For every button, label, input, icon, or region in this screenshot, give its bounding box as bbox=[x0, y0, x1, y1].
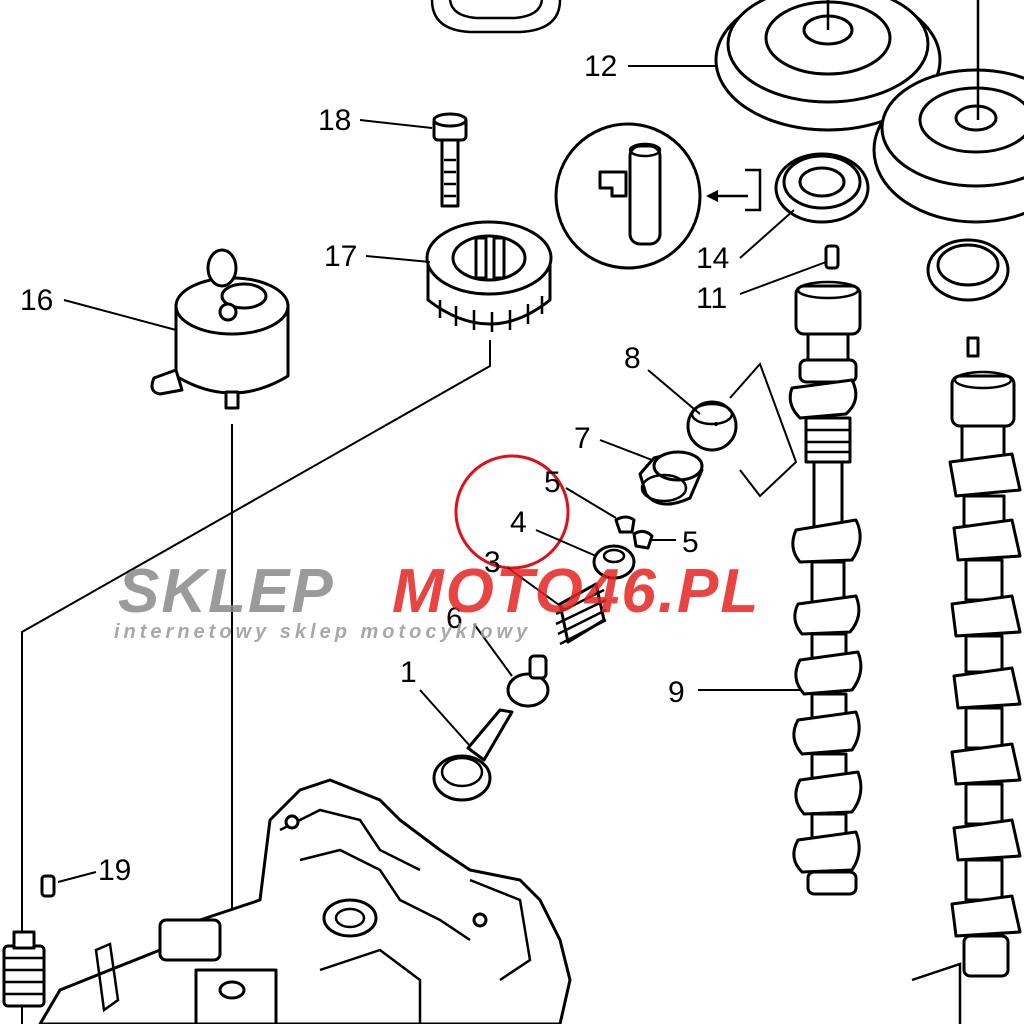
label-11: 11 bbox=[696, 282, 727, 315]
watermark: SKLEP MOTO46.PL internetowy sklep motocy… bbox=[114, 557, 760, 643]
leader-lines bbox=[57, 65, 827, 883]
label-18: 18 bbox=[318, 104, 351, 137]
oil-seal-14 bbox=[774, 152, 870, 224]
valve-seal-6 bbox=[506, 654, 550, 708]
timing-pulley-right bbox=[872, 0, 1024, 224]
label-8: 8 bbox=[624, 342, 641, 375]
tensioner-16 bbox=[150, 248, 290, 410]
label-9: 9 bbox=[668, 676, 685, 709]
part-labels: 12 18 17 16 14 11 8 7 5 4 5 3 6 1 9 19 bbox=[20, 50, 729, 887]
watermark-text-left: SKLEP bbox=[118, 557, 335, 626]
bolt-18 bbox=[432, 112, 468, 208]
label-5-upper: 5 bbox=[544, 466, 561, 499]
detail-inset-circle bbox=[554, 122, 762, 270]
highlight-circle bbox=[454, 454, 570, 570]
top-part-fragment bbox=[430, 0, 562, 34]
label-12: 12 bbox=[584, 50, 617, 83]
label-6: 6 bbox=[446, 602, 463, 635]
watermark-text-right: MOTO46.PL bbox=[392, 557, 760, 626]
timing-pulley-12 bbox=[714, 0, 942, 132]
valve-lifter-7 bbox=[638, 450, 704, 506]
label-19: 19 bbox=[98, 854, 131, 887]
cylinder-head bbox=[38, 778, 572, 1024]
valve-1 bbox=[432, 708, 514, 802]
dowel-pin-19 bbox=[40, 874, 56, 898]
stud-bolt bbox=[2, 930, 46, 1008]
label-5-lower: 5 bbox=[682, 526, 699, 559]
label-7: 7 bbox=[574, 422, 591, 455]
watermark-subtitle: internetowy sklep motocyklowy bbox=[114, 621, 531, 643]
label-16: 16 bbox=[20, 284, 53, 317]
dowel-pin-11 bbox=[824, 244, 840, 270]
camshaft-9 bbox=[788, 280, 863, 896]
oil-seal-right bbox=[926, 238, 1010, 302]
spring-retainer-4 bbox=[592, 544, 636, 580]
label-3: 3 bbox=[484, 546, 501, 579]
label-4: 4 bbox=[510, 506, 527, 539]
valve-cotter-5 bbox=[614, 515, 654, 550]
label-17: 17 bbox=[324, 240, 357, 273]
label-14: 14 bbox=[696, 242, 729, 275]
sprocket-17 bbox=[425, 220, 553, 332]
label-1: 1 bbox=[400, 656, 417, 689]
camshaft-right bbox=[911, 336, 1022, 1024]
valve-spring-3 bbox=[555, 582, 607, 646]
